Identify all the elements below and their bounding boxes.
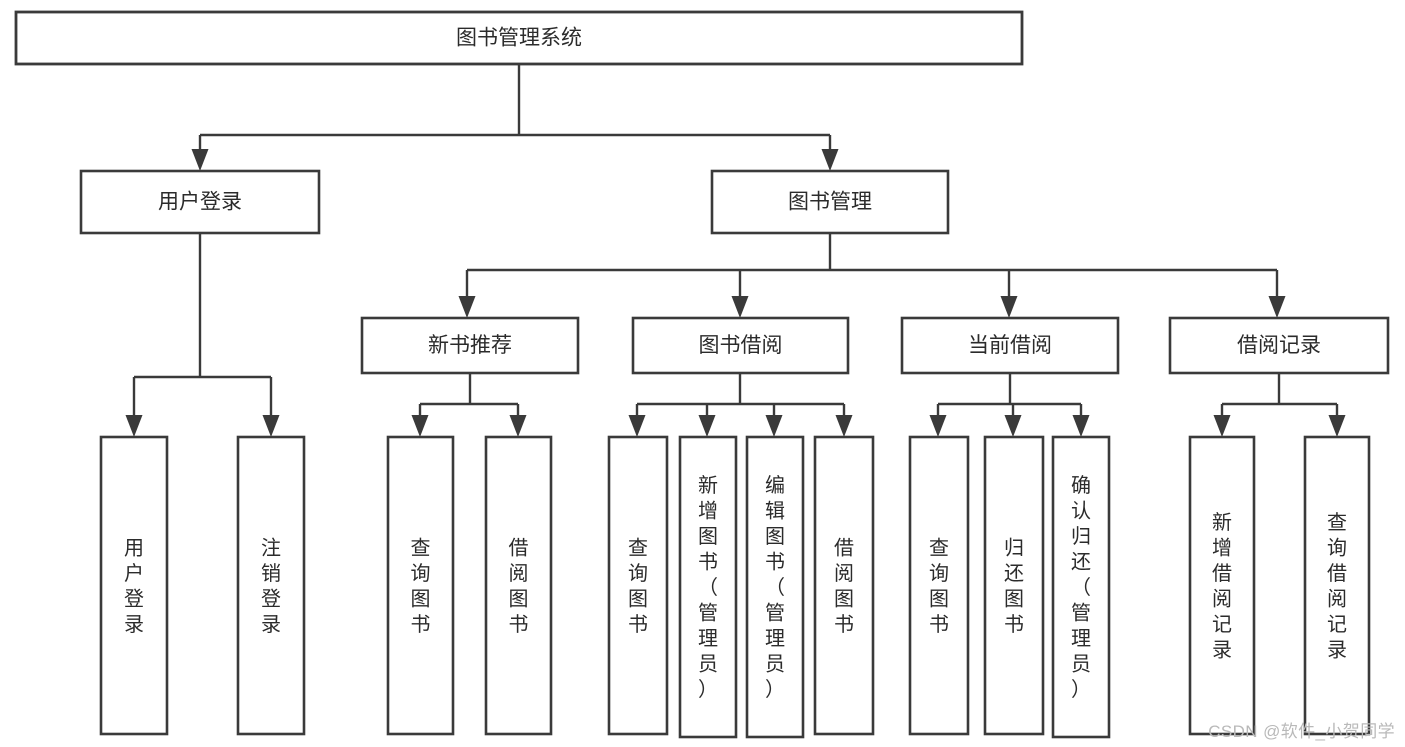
- node-root-system[interactable]: 图书管理系统: [14, 10, 1024, 66]
- node-leaf-6-rect: [745, 435, 805, 739]
- mgmt-child-1-arrow-icon: [731, 296, 749, 318]
- login-leaf-1-arrow-icon: [262, 415, 280, 437]
- node-leaf-10-label: 确认归还（管理员）: [1071, 474, 1091, 701]
- node-leaf-12[interactable]: 查询借阅记录: [1303, 435, 1371, 736]
- node-leaf-5-rect: [678, 435, 738, 739]
- node-leaf-2-label: 查询图书: [411, 536, 431, 636]
- node-level3-3-label: 借阅记录: [1237, 334, 1321, 357]
- mgmt-child-2-arrow-icon: [1000, 296, 1018, 318]
- node-level2-0-rect: [79, 169, 321, 235]
- group-1-leaf-2-arrow-icon: [765, 415, 783, 437]
- node-leaf-8-rect: [908, 435, 970, 736]
- node-leaf-5[interactable]: 新增图书（管理员）: [678, 435, 738, 739]
- connectors-layer: [125, 64, 1346, 437]
- node-level2-1-label: 图书管理: [788, 191, 872, 214]
- node-level3-1[interactable]: 图书借阅: [631, 316, 850, 375]
- node-level3-1-label: 图书借阅: [699, 334, 783, 357]
- node-leaf-2-rect: [386, 435, 455, 736]
- node-leaf-4[interactable]: 查询图书: [607, 435, 669, 736]
- node-root-system-label: 图书管理系统: [456, 27, 582, 50]
- group-0-leaf-0-arrow-icon: [411, 415, 429, 437]
- node-leaf-1-label: 注销登录: [261, 536, 281, 636]
- node-level3-0[interactable]: 新书推荐: [360, 316, 580, 375]
- login-leaf-0-arrow-icon: [125, 415, 143, 437]
- node-leaf-8-label: 查询图书: [929, 536, 949, 636]
- node-leaf-3-label: 借阅图书: [509, 536, 529, 636]
- node-leaf-10-rect: [1051, 435, 1111, 739]
- root-child-0-arrow-icon: [191, 149, 209, 171]
- mgmt-child-0-arrow-icon: [458, 296, 476, 318]
- node-level2-0[interactable]: 用户登录: [79, 169, 321, 235]
- node-level3-2-rect: [900, 316, 1120, 375]
- node-leaf-4-label: 查询图书: [628, 536, 648, 636]
- node-leaf-1[interactable]: 注销登录: [236, 435, 306, 736]
- node-leaf-7-label: 借阅图书: [834, 536, 854, 636]
- node-leaf-11-rect: [1188, 435, 1256, 736]
- node-level3-2[interactable]: 当前借阅: [900, 316, 1120, 375]
- group-3-leaf-1-arrow-icon: [1328, 415, 1346, 437]
- node-leaf-4-rect: [607, 435, 669, 736]
- node-leaf-12-label: 查询借阅记录: [1327, 511, 1347, 662]
- mgmt-child-3-arrow-icon: [1268, 296, 1286, 318]
- node-level2-0-label: 用户登录: [158, 191, 242, 214]
- node-leaf-12-rect: [1303, 435, 1371, 736]
- node-leaf-8[interactable]: 查询图书: [908, 435, 970, 736]
- node-leaf-10[interactable]: 确认归还（管理员）: [1051, 435, 1111, 739]
- node-leaf-6[interactable]: 编辑图书（管理员）: [745, 435, 805, 739]
- node-leaf-7[interactable]: 借阅图书: [813, 435, 875, 736]
- node-level3-3-rect: [1168, 316, 1390, 375]
- group-1-leaf-3-arrow-icon: [835, 415, 853, 437]
- node-leaf-5-label: 新增图书（管理员）: [698, 474, 718, 701]
- node-leaf-11[interactable]: 新增借阅记录: [1188, 435, 1256, 736]
- node-leaf-7-rect: [813, 435, 875, 736]
- node-level3-2-label: 当前借阅: [968, 334, 1052, 357]
- watermark-label: CSDN @软件_小贺同学: [1208, 722, 1395, 741]
- group-2-leaf-2-arrow-icon: [1072, 415, 1090, 437]
- node-level3-0-rect: [360, 316, 580, 375]
- node-leaf-11-label: 新增借阅记录: [1212, 511, 1232, 662]
- node-leaf-3-rect: [484, 435, 553, 736]
- group-2-leaf-0-arrow-icon: [929, 415, 947, 437]
- group-2-leaf-1-arrow-icon: [1004, 415, 1022, 437]
- group-0-leaf-1-arrow-icon: [509, 415, 527, 437]
- node-leaf-2[interactable]: 查询图书: [386, 435, 455, 736]
- group-3-leaf-0-arrow-icon: [1213, 415, 1231, 437]
- node-root-system-rect: [14, 10, 1024, 66]
- root-child-1-arrow-icon: [821, 149, 839, 171]
- nodes-layer: 图书管理系统用户登录图书管理新书推荐图书借阅当前借阅借阅记录用户登录注销登录查询…: [14, 10, 1390, 739]
- group-1-leaf-1-arrow-icon: [698, 415, 716, 437]
- node-leaf-0[interactable]: 用户登录: [99, 435, 169, 736]
- node-leaf-9-label: 归还图书: [1004, 536, 1024, 636]
- node-leaf-3[interactable]: 借阅图书: [484, 435, 553, 736]
- node-level3-0-label: 新书推荐: [428, 334, 512, 357]
- node-level2-1-rect: [710, 169, 950, 235]
- node-leaf-6-label: 编辑图书（管理员）: [765, 474, 785, 701]
- node-level3-1-rect: [631, 316, 850, 375]
- node-leaf-0-rect: [99, 435, 169, 736]
- node-level3-3[interactable]: 借阅记录: [1168, 316, 1390, 375]
- node-leaf-9-rect: [983, 435, 1045, 736]
- node-leaf-0-label: 用户登录: [124, 537, 144, 636]
- node-leaf-9[interactable]: 归还图书: [983, 435, 1045, 736]
- node-leaf-1-rect: [236, 435, 306, 736]
- node-level2-1[interactable]: 图书管理: [710, 169, 950, 235]
- group-1-leaf-0-arrow-icon: [628, 415, 646, 437]
